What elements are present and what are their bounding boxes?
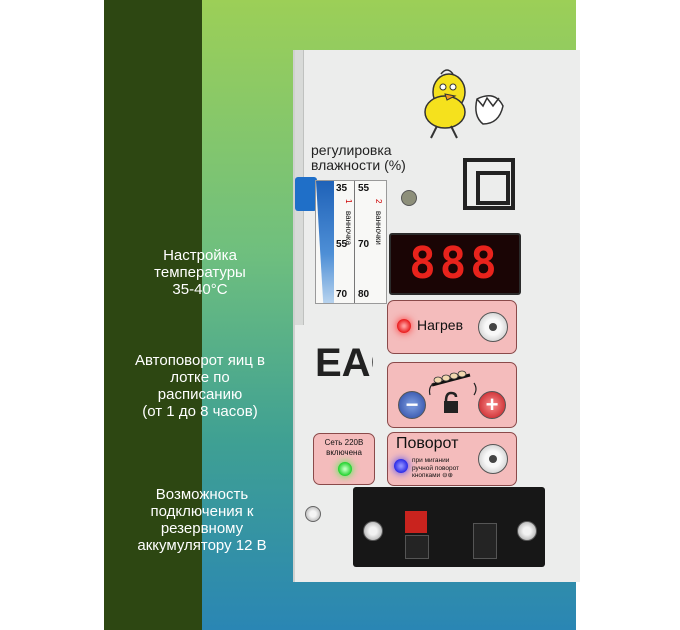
chick-logo-icon (424, 69, 504, 139)
temperature-display: 888 (389, 233, 521, 295)
left-dark-band (104, 0, 202, 630)
turn-button[interactable] (478, 444, 508, 474)
scale-divider (354, 181, 355, 303)
heat-led (397, 319, 411, 333)
scale-left-mid: 55 (336, 239, 348, 250)
humidity-indicator-screw (401, 190, 417, 206)
battery-terminal-left[interactable] (405, 535, 429, 559)
scale-left-bottom: 70 (336, 289, 348, 300)
incubator-control-panel: регулировка влажности (%) 35 55 70 55 70… (293, 50, 580, 582)
caption-battery: Возможность подключения к резервному акк… (137, 486, 267, 554)
lock-icon (444, 391, 458, 413)
turn-panel: Поворот при мигании ручной поворот кнопк… (387, 432, 517, 486)
humidity-scale: 35 55 70 55 70 80 1 ванночка 2 ванночки (315, 180, 387, 304)
humidity-title: регулировка влажности (%) (311, 142, 406, 173)
turn-led (394, 459, 408, 473)
timer-panel: − + (387, 362, 517, 428)
caption-temperature: Настройка температуры 35-40°C (154, 247, 246, 298)
eac-text: EAC (315, 341, 373, 380)
eac-mark-icon: EAC (315, 341, 373, 380)
connector-screw-icon (363, 521, 383, 541)
minus-button[interactable]: − (398, 391, 426, 419)
scale-right-sub-text: ванночки (374, 211, 383, 245)
humidity-slider-knob[interactable] (295, 177, 317, 211)
heat-button[interactable] (478, 312, 508, 342)
scale-right-bottom: 80 (358, 289, 370, 300)
battery-red-terminal[interactable] (405, 511, 427, 533)
power-led (338, 462, 352, 476)
battery-connector (353, 487, 545, 567)
caption-autoturn: Автоповорот яиц в лотке по расписанию (о… (135, 352, 265, 420)
heat-label: Нагрев (417, 317, 464, 333)
egg-tray-icon (428, 370, 477, 413)
scale-left-sub-num: 1 (344, 199, 353, 204)
panel-screw-icon (305, 506, 321, 522)
heat-panel: Нагрев (387, 300, 517, 354)
double-square-icon (463, 158, 515, 210)
scale-right-mid: 70 (358, 239, 370, 250)
turn-note: при мигании ручной поворот кнопками ⊖⊕ (412, 457, 460, 479)
turn-label: Поворот (396, 435, 459, 452)
scale-right-sub-num: 2 (374, 199, 383, 204)
scale-left-sub-text: ванночка (344, 211, 353, 246)
power-panel: Сеть 220В включена (313, 433, 375, 485)
battery-terminal-right[interactable] (473, 523, 497, 559)
scale-right-top: 55 (358, 183, 370, 194)
power-label: Сеть 220В включена (324, 438, 364, 457)
plus-button[interactable]: + (478, 391, 506, 419)
scale-left-top: 35 (336, 183, 348, 194)
connector-screw-icon (517, 521, 537, 541)
humidity-wedge (316, 181, 334, 303)
